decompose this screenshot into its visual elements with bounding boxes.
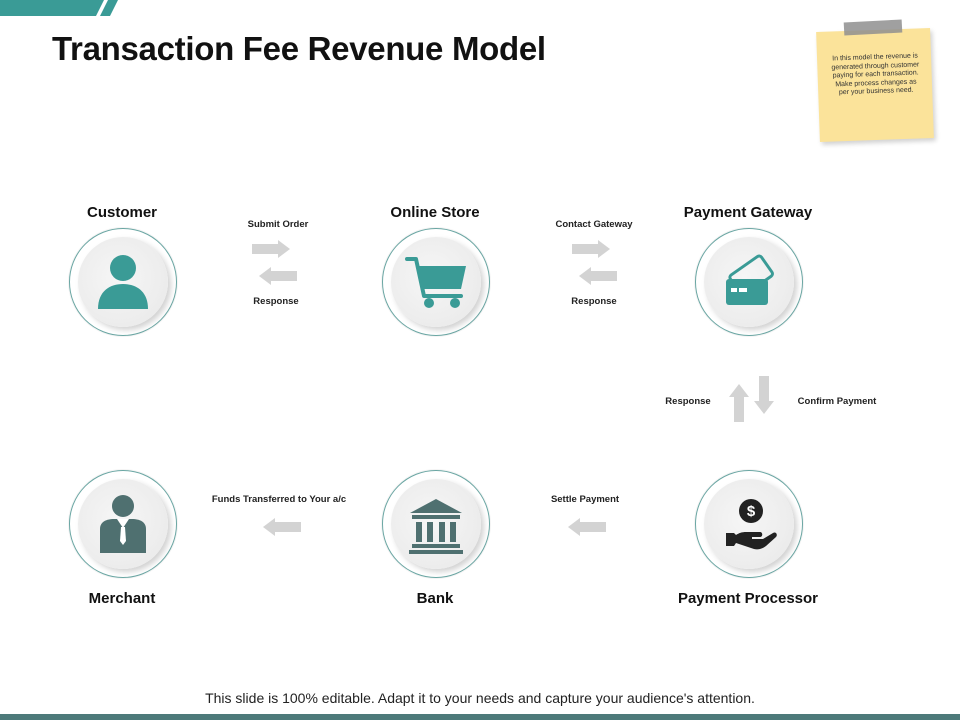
shopping-cart-icon [405, 257, 466, 308]
payment-processor-label: Payment Processor [677, 590, 819, 607]
svg-text:$: $ [747, 503, 756, 520]
arrow-up-response-3 [729, 384, 749, 422]
flow-label-response-3: Response [665, 396, 711, 407]
arrow-left-response-1 [259, 267, 297, 285]
bank-label: Bank [416, 590, 454, 607]
online-store-node [382, 228, 490, 336]
flow-label-response-2: Response [571, 296, 617, 307]
flow-label-submit-order: Submit Order [247, 219, 309, 230]
bottom-accent-bar [0, 714, 960, 720]
sticky-note: In this model the revenue is generated t… [816, 19, 934, 142]
flow-label-settle-payment: Settle Payment [550, 494, 620, 505]
slide-title: Transaction Fee Revenue Model [52, 30, 546, 67]
bank-node [382, 470, 490, 578]
footer-caption: This slide is 100% editable. Adapt it to… [205, 690, 755, 706]
flow-label-contact-gateway: Contact Gateway [555, 219, 633, 230]
arrow-left-funds-transferred [263, 518, 301, 536]
credit-card-icon [726, 254, 774, 305]
arrow-right-contact-gateway [572, 240, 610, 258]
businessman-icon [100, 495, 146, 553]
payment-gateway-node [695, 228, 803, 336]
online-store-label: Online Store [390, 204, 480, 221]
merchant-label: Merchant [88, 590, 156, 607]
customer-node [69, 228, 177, 336]
flow-label-response-1: Response [253, 296, 299, 307]
payment-processor-node: $ [695, 470, 803, 578]
sticky-tape [843, 19, 903, 36]
arrow-right-submit-order [252, 240, 290, 258]
merchant-node [69, 470, 177, 578]
sticky-note-text: In this model the revenue is generated t… [831, 52, 920, 97]
flow-label-confirm-payment: Confirm Payment [797, 396, 877, 407]
arrow-left-settle-payment [568, 518, 606, 536]
arrow-down-confirm-payment [754, 376, 774, 414]
bank-icon [409, 499, 463, 554]
arrow-left-response-2 [579, 267, 617, 285]
customer-label: Customer [86, 204, 157, 221]
top-accent-stripe [0, 0, 118, 16]
payment-gateway-label: Payment Gateway [683, 204, 813, 221]
hand-dollar-icon: $ [726, 499, 777, 550]
flow-label-funds-transferred: Funds Transferred to Your a/c [211, 494, 347, 505]
person-icon [98, 255, 148, 309]
